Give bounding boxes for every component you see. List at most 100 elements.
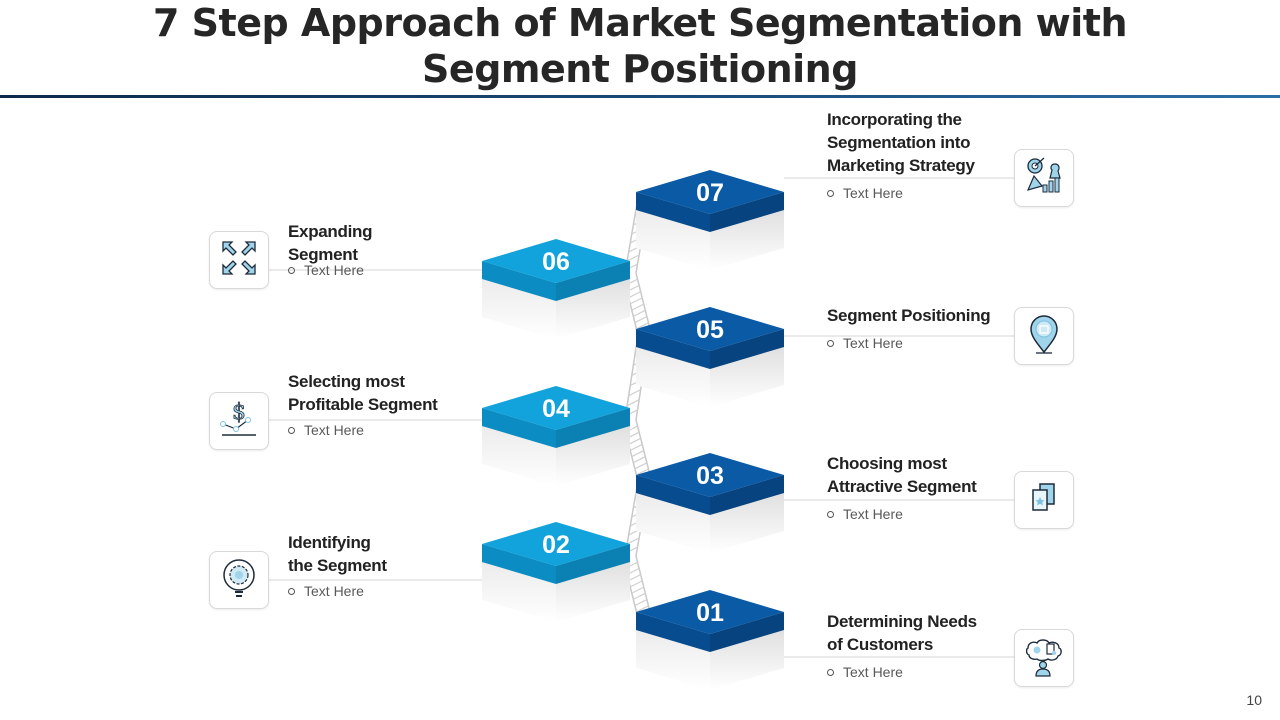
step-bullet: Text Here [827,664,977,680]
slab-left-face [482,261,556,301]
bullet-dot [288,587,295,595]
slab-top-face [636,590,784,634]
slab-top-face [636,170,784,214]
expand-arrows-icon [217,236,261,285]
page-title-line-2: Segment Positioning [422,47,858,91]
ladder-rung [634,599,648,607]
step-heading-line: Choosing most [827,454,947,473]
slab-top-face [636,307,784,351]
step-heading-line: Segmentation into [827,133,971,152]
step-block-04: 04 [482,386,630,486]
ladder-rung [629,580,643,588]
ladder-rung [634,316,648,324]
step-heading-line: Identifying [288,533,371,552]
step-03-icon-box [1014,471,1074,529]
step-heading-line: the Segment [288,556,387,575]
strategy-icon [1022,154,1066,203]
step-05-icon-box [1014,307,1074,365]
page-title-line-1: 7 Step Approach of Market Segmentation w… [153,1,1128,45]
slab-left-face [636,192,710,232]
ladder [623,419,651,482]
ladder-rung [631,303,645,311]
bullet-dot [827,339,834,347]
gear-bulb-icon [217,556,261,605]
ladder-rung [626,254,640,262]
ladder-rung [629,443,643,451]
title-divider [0,95,1280,98]
step-bullet-text: Text Here [304,262,364,278]
ladder-rung [629,297,643,305]
step-block-02: 02 [482,522,630,622]
ladder-rung [628,291,641,299]
step-bullet-text: Text Here [843,335,903,351]
step-heading-line: of Customers [827,635,933,654]
slab-left-face [636,612,710,652]
step-number: 03 [696,462,724,490]
step-02-icon-box [209,551,269,609]
step-bullet: Text Here [288,422,438,438]
step-block-06: 06 [482,239,630,339]
slab-left-face [482,408,556,448]
slab-left-face [636,329,710,369]
step-heading-line: Profitable Segment [288,395,438,414]
svg-text:$: $ [232,400,246,425]
bullet-dot [827,668,834,676]
star-cards-icon [1022,476,1066,525]
slab-right-face [710,192,784,232]
step-heading-line: Selecting most [288,372,405,391]
step-number: 07 [696,179,724,207]
step-bullet: Text Here [288,583,387,599]
slab-left-face [482,544,556,584]
step-heading: Identifying the Segment [288,531,387,577]
ladder-rung [634,462,648,470]
page-title: 7 Step Approach of Market Segmentation w… [0,0,1280,92]
connector-lines [268,177,1014,658]
ladder-rung [633,592,646,600]
location-pin-icon [1022,312,1066,361]
ladder-rung [633,309,646,317]
step-heading-line: Expanding [288,222,373,241]
bullet-dot [288,266,295,274]
ladder-rung [626,537,640,545]
ladder-rung [631,586,645,594]
step-heading-line: Incorporating the [827,110,962,129]
step-bullet: Text Here [827,335,990,351]
step-number: 02 [542,531,570,559]
step-block-07: 07 [636,170,784,270]
bullet-dot [827,510,834,518]
customer-needs-icon [1022,634,1066,683]
step-bullet: Text Here [827,506,977,522]
ladder [623,555,651,619]
ladder-rung [628,437,641,445]
slab-right-face [710,329,784,369]
slab-left-face [636,475,710,515]
dollar-chart-icon: $ [217,397,261,446]
step-07-icon-box [1014,149,1074,207]
step-block-01: 01 [636,590,784,690]
bullet-dot [288,426,295,434]
step-block-05: 05 [636,307,784,407]
step-block-03: 03 [636,453,784,553]
slab-right-face [556,261,630,301]
step-bullet-text: Text Here [843,185,903,201]
step-heading-line: Marketing Strategy [827,156,975,175]
ladder-rung [626,399,640,407]
slab-right-face [556,544,630,584]
ladder-rung [633,456,646,464]
slab-top-face [482,522,630,566]
slab-right-face [710,612,784,652]
ladder-rung [628,574,641,582]
